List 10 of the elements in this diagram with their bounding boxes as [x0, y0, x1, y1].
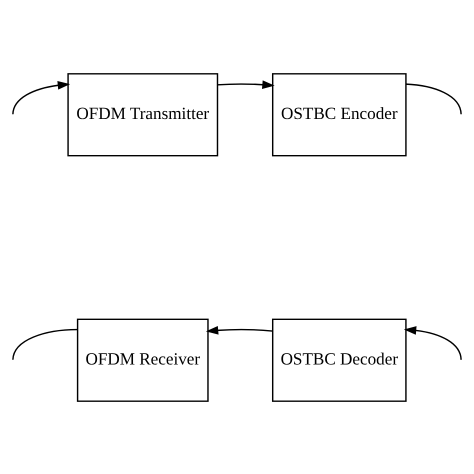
node-box: OFDM Receiver: [76, 318, 209, 402]
arrow: [218, 80, 275, 89]
connector: [406, 82, 462, 114]
node-box: OSTBC Decoder: [272, 318, 407, 402]
node-box: OFDM Transmitter: [67, 72, 218, 156]
arrow: [404, 326, 462, 360]
arrow: [12, 80, 70, 114]
arrow: [206, 326, 273, 334]
connector: [12, 328, 78, 360]
node-box: OSTBC Encoder: [272, 72, 407, 156]
